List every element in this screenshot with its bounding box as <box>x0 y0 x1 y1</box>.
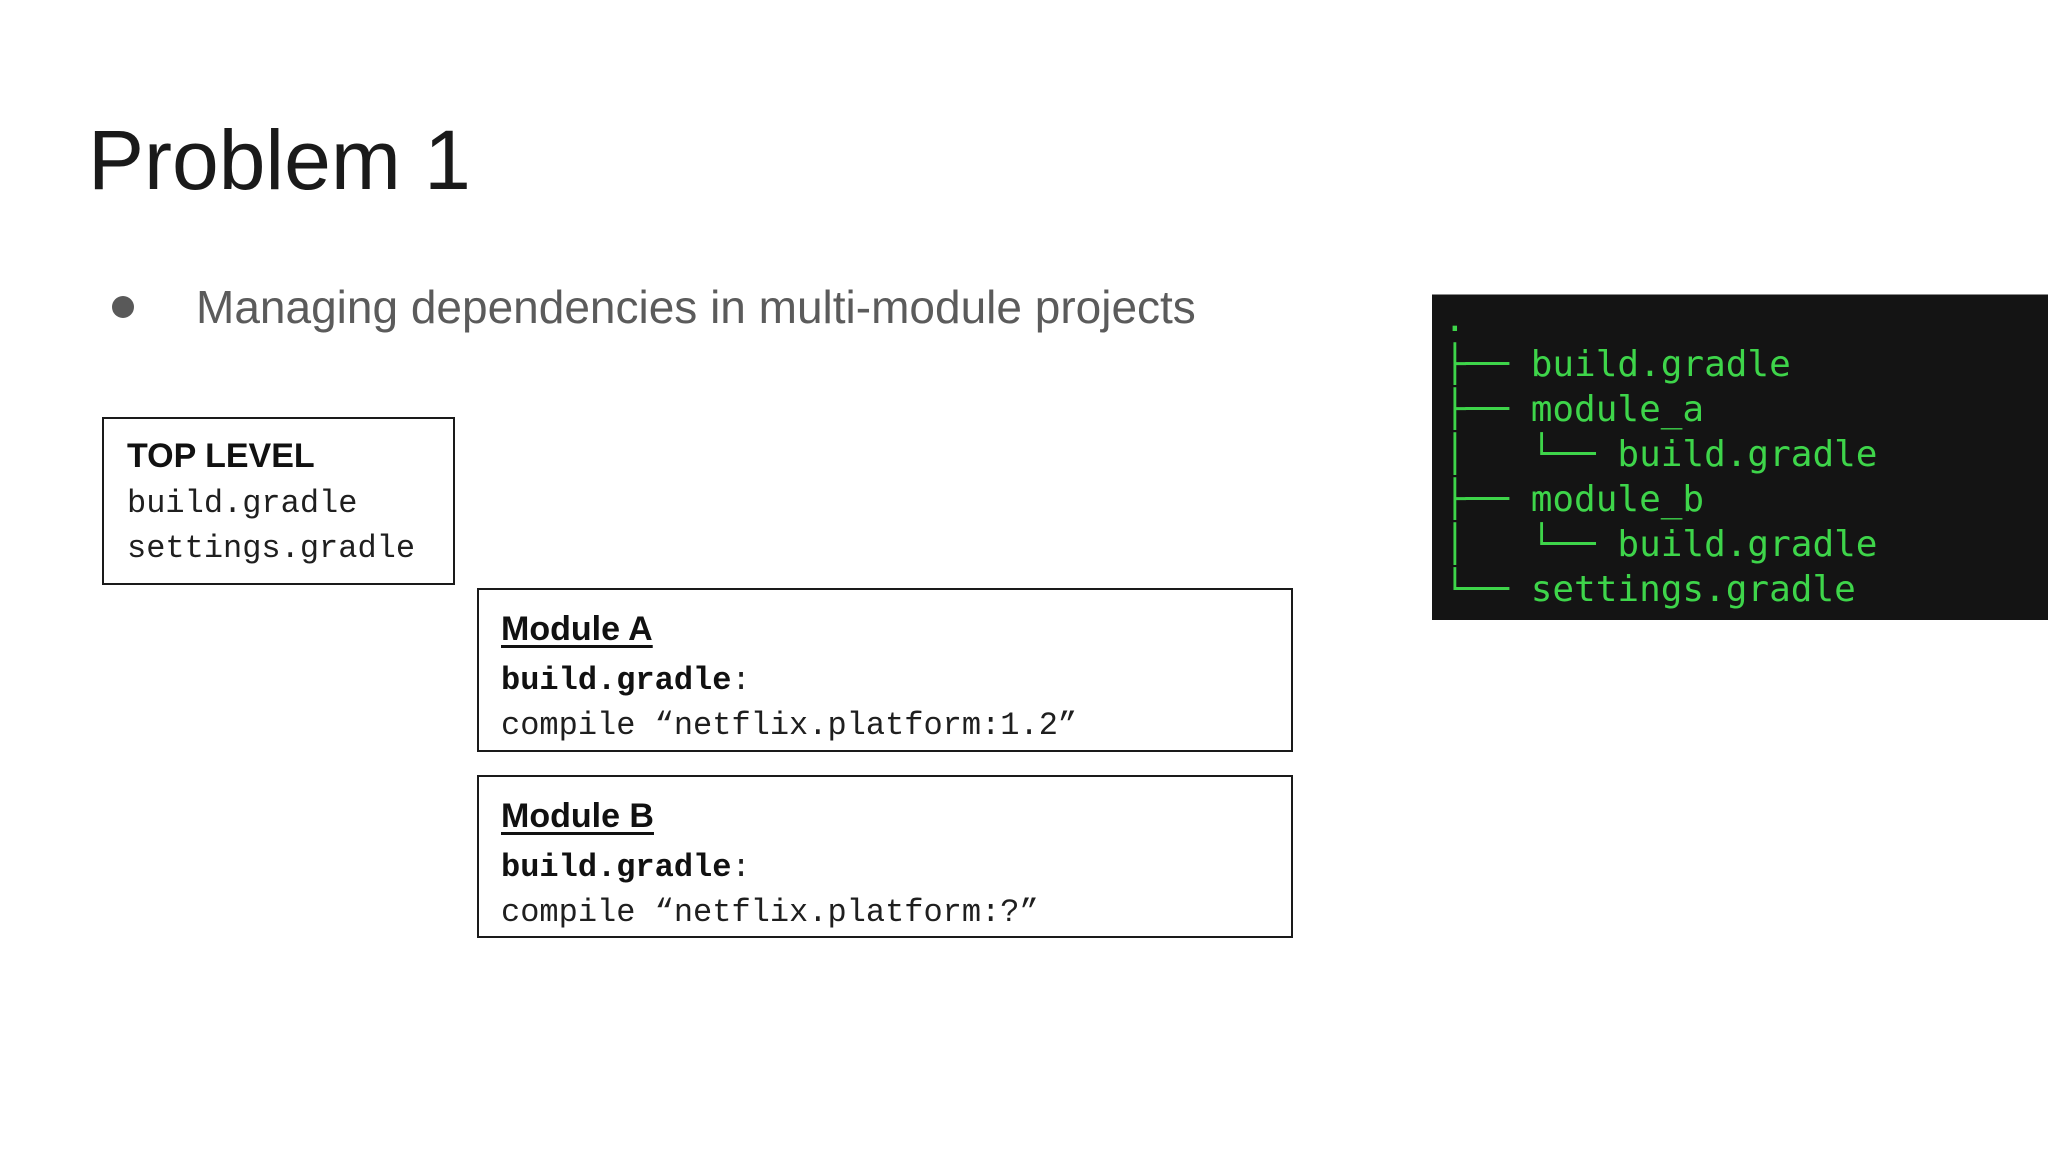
terminal-screenshot: . ├── build.gradle ├── module_a │ └── bu… <box>1432 294 2048 620</box>
tree-line-root: . <box>1444 299 1466 340</box>
module-a-box: Module A build.gradle: compile “netflix.… <box>477 588 1293 752</box>
tree-line-build-gradle: ├── build.gradle <box>1444 344 1791 385</box>
tree-line-module-b-build-gradle: │ └── build.gradle <box>1444 524 1878 565</box>
module-b-heading: Module B <box>501 797 654 835</box>
top-level-box: TOP LEVEL build.gradle settings.gradle <box>102 417 455 585</box>
tree-line-module-a-build-gradle: │ └── build.gradle <box>1444 434 1878 475</box>
top-level-file-settings-gradle: settings.gradle <box>127 530 416 567</box>
module-a-file-colon: : <box>731 662 751 699</box>
slide-title: Problem 1 <box>88 113 471 207</box>
module-b-file-line: build.gradle: <box>501 845 1281 890</box>
top-level-file-build-gradle: build.gradle <box>127 485 358 522</box>
bullet-item: Managing dependencies in multi-module pr… <box>112 283 1196 331</box>
tree-line-module-a: ├── module_a <box>1444 389 1705 430</box>
module-a-file-label: build.gradle <box>501 662 732 699</box>
module-b-code-line: compile “netflix.platform:?” <box>501 894 1039 931</box>
module-a-heading: Module A <box>501 610 653 648</box>
module-b-box: Module B build.gradle: compile “netflix.… <box>477 775 1293 938</box>
bullet-dot-icon <box>112 296 134 318</box>
tree-line-module-b: ├── module_b <box>1444 479 1705 520</box>
module-b-file-colon: : <box>731 849 751 886</box>
bullet-text: Managing dependencies in multi-module pr… <box>196 281 1196 333</box>
tree-line-settings-gradle: └── settings.gradle <box>1444 569 1856 610</box>
top-level-heading: TOP LEVEL <box>127 437 315 475</box>
module-b-file-label: build.gradle <box>501 849 732 886</box>
module-a-code-line: compile “netflix.platform:1.2” <box>501 707 1078 744</box>
module-a-file-line: build.gradle: <box>501 658 1281 703</box>
directory-tree: . ├── build.gradle ├── module_a │ └── bu… <box>1432 295 2048 612</box>
